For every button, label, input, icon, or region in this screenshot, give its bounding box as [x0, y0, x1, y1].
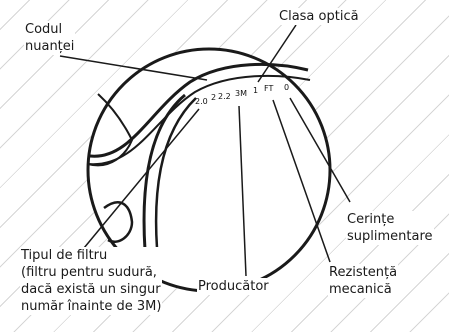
label-manufacturer: Producător	[197, 278, 270, 295]
frame-left-edge	[87, 93, 134, 167]
leader-mechanical-strength	[272, 99, 331, 263]
lens-edge-inner	[154, 97, 197, 249]
frame-outer-curve	[89, 62, 309, 158]
lens-edge-outer	[142, 93, 186, 251]
marking-maker: 3M	[235, 89, 247, 98]
leader-manufacturer	[238, 105, 247, 277]
marking-shade-2: 2.2	[218, 92, 231, 101]
leader-filter-type	[83, 108, 200, 249]
label-shade-code: Codul nuanței	[24, 21, 76, 55]
marking-shade: 2.0	[195, 97, 208, 106]
label-mechanical-strength: Rezistență mecanică	[328, 264, 399, 298]
marking-mech: FT	[264, 84, 273, 93]
label-additional-requirements: Cerințe suplimentare	[346, 211, 434, 245]
marking-extra: 0	[284, 83, 289, 92]
marking-filter: 2	[211, 93, 216, 102]
label-filter-type: Tipul de filtru (filtru pentru sudură, d…	[20, 247, 163, 315]
leader-additional-req	[289, 97, 351, 203]
leader-shade-code	[59, 55, 208, 81]
marking-optical: 1	[253, 86, 258, 95]
nose-pad	[103, 201, 134, 243]
label-optical-class: Clasa optică	[278, 8, 360, 25]
leader-optical-class	[257, 24, 297, 83]
